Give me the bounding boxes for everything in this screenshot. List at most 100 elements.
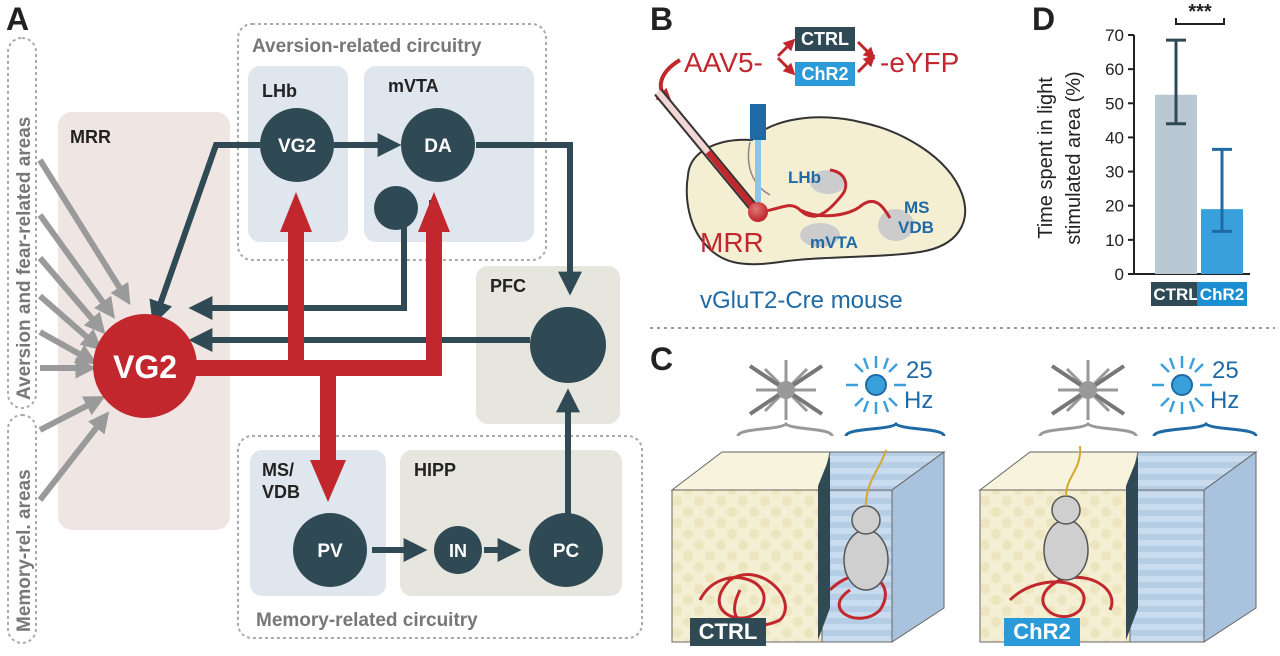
lhb-brain-label: LHb bbox=[788, 168, 821, 187]
error-bar-ctrl bbox=[1166, 38, 1186, 126]
dark-connections bbox=[149, 133, 582, 562]
chr2-label-b: ChR2 bbox=[801, 64, 848, 84]
y-tick-label: 0 bbox=[1115, 265, 1124, 284]
aversion-areas-label: Aversion and fear-related areas bbox=[14, 117, 35, 400]
projection-fibers bbox=[757, 168, 892, 219]
pc-label: PC bbox=[553, 541, 580, 562]
pfc-node bbox=[530, 307, 606, 383]
off-brace-right bbox=[1038, 421, 1138, 437]
pv-label: PV bbox=[317, 541, 343, 562]
mrr-label: MRR bbox=[70, 127, 111, 147]
hz-unit-right: Hz bbox=[1210, 387, 1239, 414]
panel-d-label: D bbox=[1032, 1, 1055, 37]
y-tick-label: 30 bbox=[1105, 163, 1124, 182]
pfc-label: PFC bbox=[490, 276, 526, 296]
vg2-main-node bbox=[93, 314, 197, 418]
divider-wall bbox=[818, 456, 830, 640]
optic-fiber-ferrule bbox=[750, 104, 766, 140]
mouse-figure-right bbox=[1043, 445, 1089, 581]
ctrl-tag-label: CTRL bbox=[699, 619, 758, 644]
panel-c-label: C bbox=[650, 341, 673, 377]
panel-a-label: A bbox=[6, 1, 29, 37]
ctrl-label-b: CTRL bbox=[801, 29, 849, 49]
light-compartment-front-right bbox=[1129, 489, 1205, 643]
msvdb-label-1: MS/ bbox=[262, 460, 294, 480]
lhb-vg2-label: VG2 bbox=[278, 136, 316, 157]
light-off-bulb bbox=[777, 381, 795, 399]
category-tag-chr2 bbox=[1197, 282, 1247, 306]
vdb-brain-label: VDB bbox=[898, 218, 934, 237]
dark-compartment-top-right bbox=[978, 451, 1139, 491]
hz-value-right: 25 bbox=[1212, 357, 1239, 384]
panel-b-label: B bbox=[650, 1, 673, 37]
category-label-ctrl: CTRL bbox=[1153, 285, 1198, 304]
msvdb-label-2: VDB bbox=[262, 482, 300, 502]
pc-node bbox=[529, 513, 603, 587]
aav-label: AAV5- bbox=[684, 47, 763, 78]
da-label: DA bbox=[424, 136, 452, 157]
light-compartment-side bbox=[891, 451, 945, 643]
chr2-apparatus: 25 Hz ChR2 bbox=[978, 356, 1258, 646]
brain-fold bbox=[747, 141, 771, 196]
mouse-line-label: vGluT2-Cre mouse bbox=[700, 287, 903, 314]
y-tick-label: 10 bbox=[1105, 231, 1124, 250]
eyfp-label: -eYFP bbox=[880, 47, 959, 78]
memory-circuitry-box bbox=[237, 435, 643, 639]
construct-arrows bbox=[776, 38, 876, 76]
ctrl-tag bbox=[690, 618, 766, 646]
movement-trace-right bbox=[1008, 575, 1114, 619]
lhb-vg2-node bbox=[260, 108, 334, 182]
aversion-areas-box bbox=[7, 37, 37, 409]
light-compartment-side-right bbox=[1203, 451, 1257, 643]
lhb-region bbox=[810, 170, 846, 194]
light-on-bulb bbox=[865, 374, 887, 396]
chr2-box bbox=[795, 62, 855, 86]
y-axis-label-1: Time spent in light bbox=[1035, 77, 1057, 239]
injection-pipette bbox=[654, 88, 758, 212]
ctrl-apparatus: 25 Hz CTRL bbox=[670, 356, 946, 646]
error-bar-chr2 bbox=[1212, 147, 1232, 233]
chr2-tag bbox=[1004, 618, 1080, 646]
mvta-label: mVTA bbox=[388, 76, 439, 96]
divider-wall-right bbox=[1126, 456, 1138, 640]
vg2-main-label: VG2 bbox=[113, 349, 177, 385]
in-node bbox=[434, 526, 482, 574]
significance-label: *** bbox=[1188, 1, 1212, 23]
ctrl-box bbox=[795, 27, 855, 51]
memory-circuitry-title: Memory-related circuitry bbox=[256, 610, 478, 631]
pv-node bbox=[293, 513, 367, 587]
mrr-brain-label: MRR bbox=[700, 227, 764, 258]
light-on-icon-right bbox=[1152, 356, 1212, 414]
chr2-tag-label: ChR2 bbox=[1013, 619, 1070, 644]
mouse-figure bbox=[843, 449, 889, 591]
memory-areas-label: Memory-rel. areas bbox=[14, 469, 35, 632]
input-arrows bbox=[37, 158, 131, 502]
y-tick-label: 20 bbox=[1105, 197, 1124, 216]
lhb-label: LHb bbox=[262, 81, 297, 101]
red-projections bbox=[180, 192, 450, 502]
injection-site bbox=[748, 202, 768, 222]
significance-bracket bbox=[1175, 18, 1225, 25]
dark-compartment-top bbox=[670, 451, 831, 491]
in-label: IN bbox=[449, 541, 467, 561]
aversion-circuitry-title: Aversion-related circuitry bbox=[252, 36, 482, 57]
light-on-icon bbox=[846, 356, 906, 414]
ms-brain-label: MS bbox=[904, 198, 930, 217]
mvta-small-node bbox=[374, 186, 418, 230]
y-tick-label: 70 bbox=[1105, 26, 1124, 45]
category-label-chr2: ChR2 bbox=[1200, 285, 1244, 304]
on-brace bbox=[844, 421, 946, 437]
category-tag-ctrl bbox=[1151, 282, 1201, 306]
off-brace bbox=[736, 421, 834, 437]
optic-fiber bbox=[755, 140, 761, 202]
memory-areas-box bbox=[7, 414, 37, 644]
light-off-bulb-right bbox=[1079, 381, 1097, 399]
hipp-label: HIPP bbox=[414, 460, 456, 480]
hz-value-left: 25 bbox=[906, 357, 933, 384]
mvta-brain-label: mVTA bbox=[810, 233, 858, 252]
